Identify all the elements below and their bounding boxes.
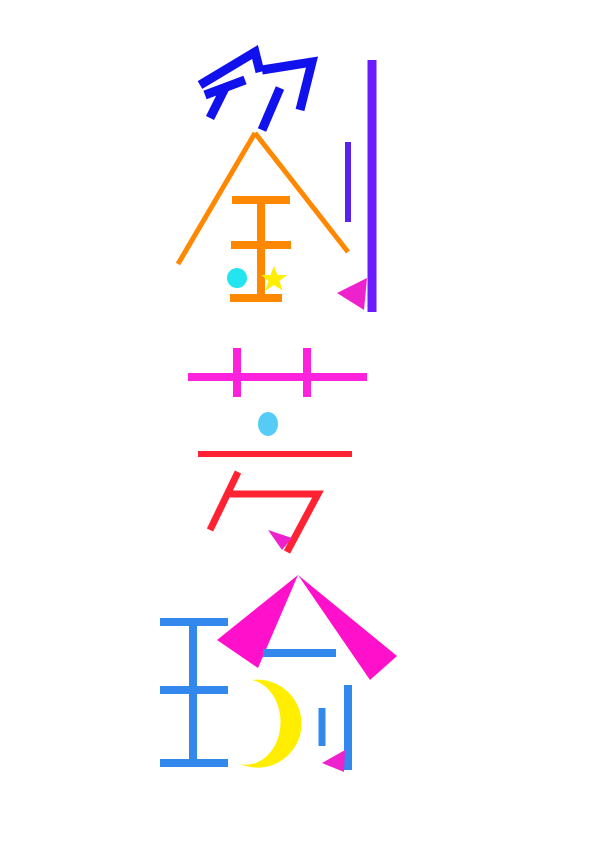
fang-knife-stroke xyxy=(206,470,324,554)
ling-king-stroke xyxy=(160,618,228,767)
liu-roof-right-stroke xyxy=(253,131,350,254)
fang-dot xyxy=(258,412,278,436)
fang-grass-stroke xyxy=(188,348,367,397)
liu-hook-triangle xyxy=(337,278,367,310)
character-fang xyxy=(188,348,367,554)
liu-star-icon xyxy=(261,266,287,291)
ling-roof-right xyxy=(298,575,397,680)
ling-roof-left xyxy=(217,575,298,668)
ling-moon-icon xyxy=(240,679,302,768)
character-ling xyxy=(160,575,397,772)
liu-king-stroke xyxy=(230,196,291,302)
liu-top-left-stroke xyxy=(197,45,319,132)
liu-dot xyxy=(227,268,247,288)
liu-roof-left-stroke xyxy=(175,131,258,266)
ling-hook-triangle xyxy=(322,750,345,772)
character-liu xyxy=(175,45,377,312)
fang-hook-triangle xyxy=(268,530,292,550)
